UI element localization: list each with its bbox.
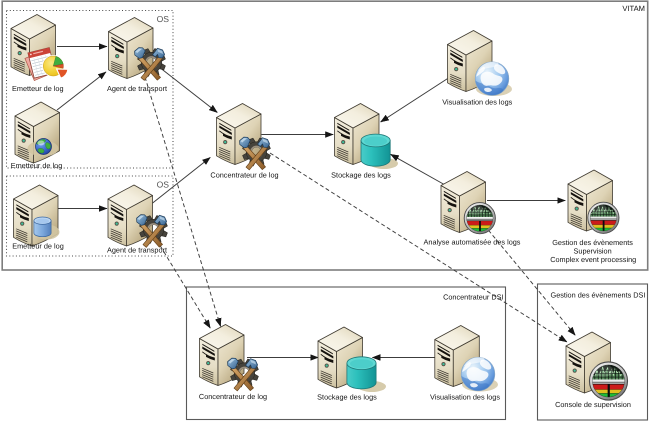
- svg-text:Supervision: Supervision: [574, 247, 612, 256]
- svg-text:Visualisation des logs: Visualisation des logs: [430, 393, 500, 402]
- svg-text:Complex event processing: Complex event processing: [550, 255, 636, 264]
- svg-text:Stockage des logs: Stockage des logs: [331, 171, 391, 180]
- svg-text:Emetteur de log: Emetteur de log: [11, 161, 63, 170]
- svg-text:Concentrateur de log: Concentrateur de log: [210, 171, 278, 180]
- svg-text:Visualisation des logs: Visualisation des logs: [442, 97, 512, 106]
- svg-text:OS: OS: [157, 14, 170, 24]
- svg-text:Agent de transport: Agent de transport: [107, 246, 167, 255]
- svg-text:Analyse automatisée des logs: Analyse automatisée des logs: [424, 238, 521, 247]
- svg-text:Console de supervision: Console de supervision: [555, 400, 631, 409]
- svg-text:Emetteur de log: Emetteur de log: [12, 242, 64, 251]
- svg-text:VITAM: VITAM: [622, 4, 645, 13]
- svg-text:Emetteur de log: Emetteur de log: [12, 84, 64, 93]
- svg-text:Gestion des évènements DSI: Gestion des évènements DSI: [551, 291, 646, 300]
- svg-text:Agent de transport: Agent de transport: [107, 84, 167, 93]
- svg-text:Concentrateur DSI: Concentrateur DSI: [443, 293, 503, 302]
- svg-text:Gestion des évènements: Gestion des évènements: [552, 238, 633, 247]
- svg-text:OS: OS: [157, 180, 170, 190]
- svg-text:Concentrateur de log: Concentrateur de log: [199, 392, 267, 401]
- svg-text:Stockage des logs: Stockage des logs: [317, 393, 377, 402]
